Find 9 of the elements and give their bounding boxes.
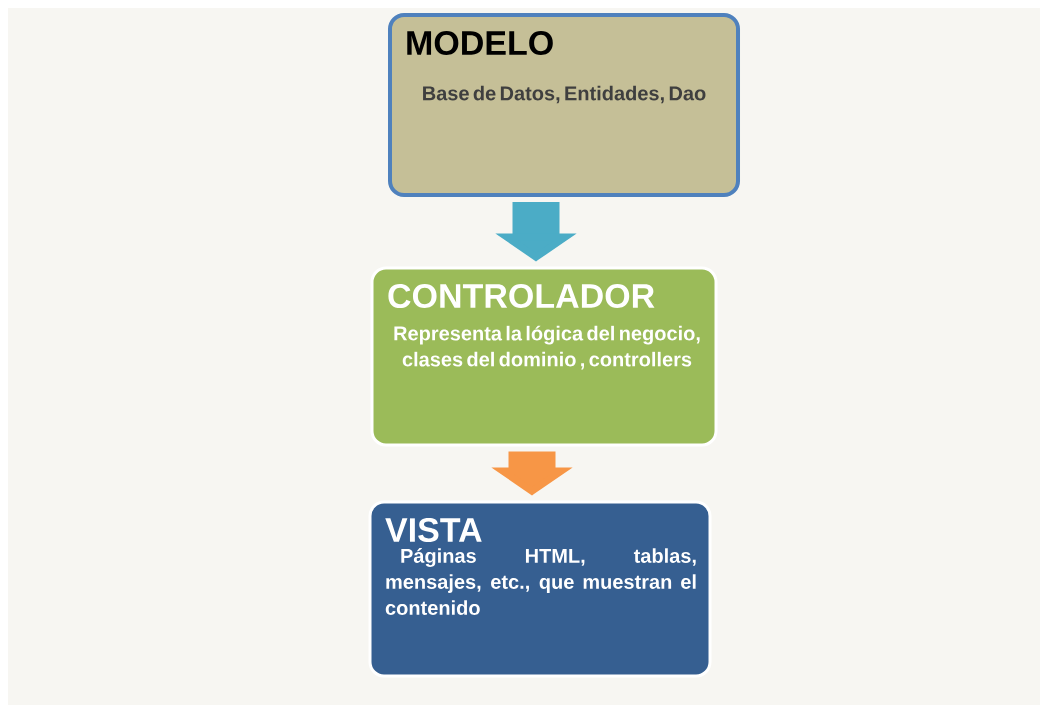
box-text: Páginas HTML, tablas, mensajes, etc., que muestran el contenido xyxy=(385,548,696,615)
process-box xyxy=(370,266,718,447)
process-box xyxy=(388,13,740,197)
box-text: Base de Datos, Entidades, Dao xyxy=(423,85,706,104)
box-heading: CONTROLADOR xyxy=(388,284,655,309)
box-text: Representa la lógica del negocio, clases del dominio , controllers xyxy=(394,325,700,370)
process-box xyxy=(368,500,712,678)
box-heading: VISTA xyxy=(385,518,482,543)
box-heading: MODELO xyxy=(407,31,553,56)
